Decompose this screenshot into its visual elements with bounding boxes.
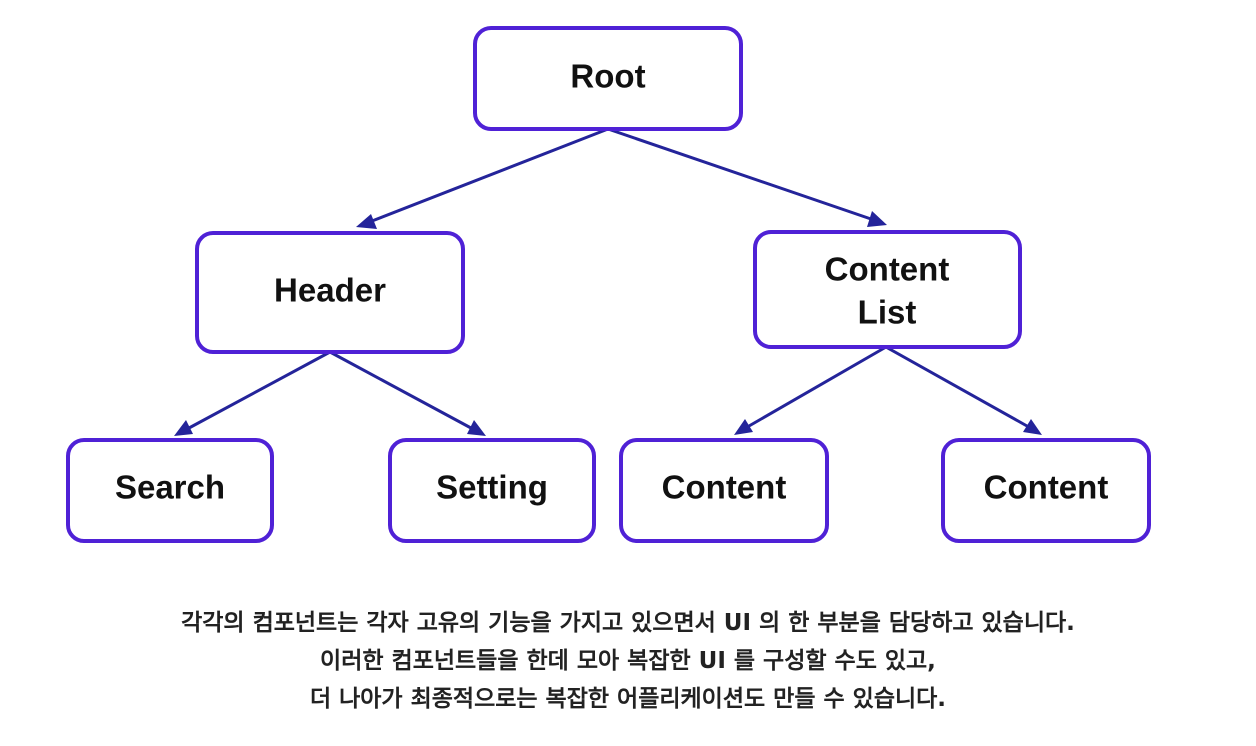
edge-header-setting (329, 350, 486, 436)
node-setting: Setting (388, 438, 596, 543)
node-content-2: Content (941, 438, 1151, 543)
node-header: Header (195, 231, 465, 354)
caption-line-1: 각각의 컴포넌트는 각자 고유의 기능을 가지고 있으면서 UI 의 한 부분을… (181, 610, 1075, 636)
node-label-root: Root (570, 58, 645, 95)
node-label-header: Header (274, 272, 386, 309)
caption-line-2: 이러한 컴포넌트들을 한데 모아 복잡한 UI 를 구성할 수도 있고, (320, 648, 936, 674)
node-root: Root (473, 26, 743, 131)
caption-line-3: 더 나아가 최종적으로는 복잡한 어플리케이션도 만들 수 있습니다. (309, 686, 947, 712)
edge-root-content-list (607, 127, 887, 227)
node-label-setting: Setting (436, 469, 548, 506)
edges (174, 127, 1042, 436)
edge-content-list-content-2 (885, 345, 1042, 435)
node-label-content-list-line1: Content (825, 251, 950, 288)
edge-root-header (356, 127, 609, 229)
diagram-caption: 각각의 컴포넌트는 각자 고유의 기능을 가지고 있으면서 UI 의 한 부분을… (0, 604, 1256, 718)
node-label-content-1: Content (662, 469, 787, 506)
node-label-search: Search (115, 469, 225, 506)
edge-header-search (174, 350, 331, 436)
node-content-list: Content List (753, 230, 1022, 349)
node-label-content-list-line2: List (858, 294, 917, 331)
node-content-1: Content (619, 438, 829, 543)
edge-content-list-content-1 (734, 345, 887, 435)
node-label-content-2: Content (984, 469, 1109, 506)
node-search: Search (66, 438, 274, 543)
